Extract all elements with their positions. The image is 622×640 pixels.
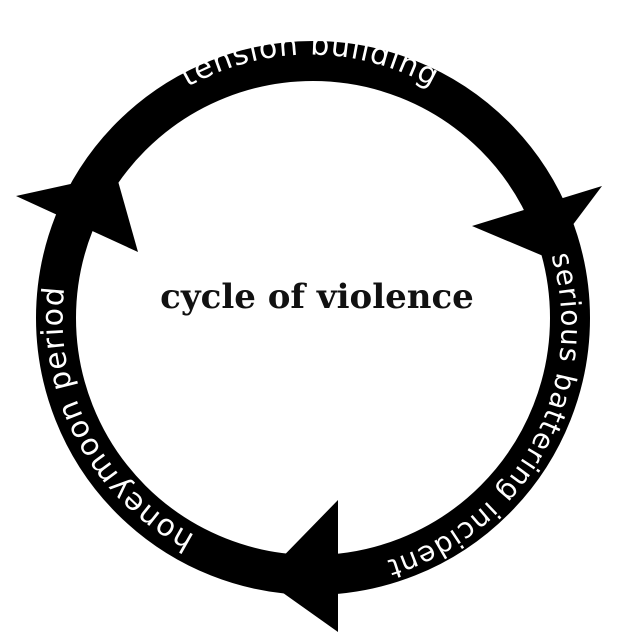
arrow-head-incident-to-honeymoon: [262, 500, 338, 632]
arrow-head-honeymoon-to-tension: [16, 174, 138, 252]
arrow-head-tension-to-incident: [472, 186, 602, 258]
diagram-title: cycle of violence: [160, 277, 474, 317]
stage-label-honeymoon-period-text: honeymoon period: [35, 285, 198, 559]
stage-label-honeymoon-period: honeymoon period: [35, 285, 199, 559]
